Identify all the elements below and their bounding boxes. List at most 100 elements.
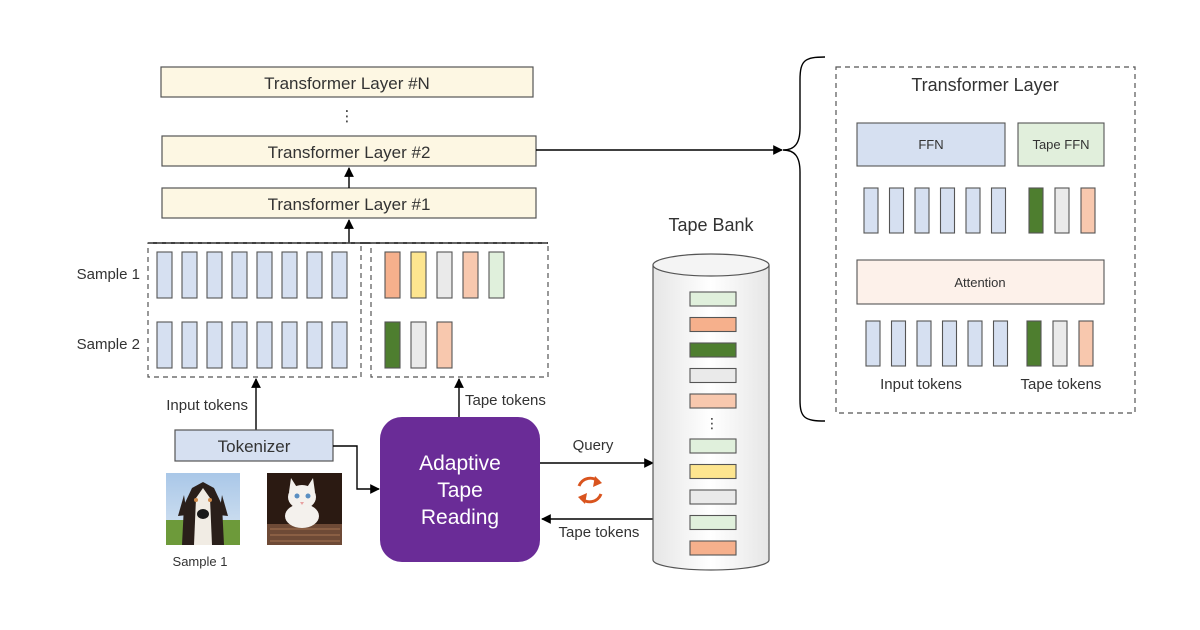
sample-2-label: Sample 2 [77, 336, 140, 353]
transformer-layer-n-label: Transformer Layer #N [264, 74, 430, 93]
tape-bank-ellipsis: ⋮ [705, 415, 719, 431]
detail-input-token [965, 187, 981, 234]
atr-line-3: Reading [421, 506, 499, 529]
tape-bank-token [689, 316, 737, 333]
detail-tokens-lower [865, 320, 1094, 367]
input-token [231, 251, 248, 299]
tape-bank-title: Tape Bank [668, 215, 754, 235]
input-token [331, 251, 348, 299]
input-token [231, 321, 248, 369]
tape-bank-token [689, 540, 737, 556]
adaptive-tape-reading-box: Adaptive Tape Reading [380, 417, 540, 562]
input-token [181, 321, 198, 369]
sample-1-tape-tokens [384, 251, 505, 299]
transformer-layer-2-label: Transformer Layer #2 [268, 143, 431, 162]
tape-token [410, 321, 427, 369]
detail-tape-token [1052, 320, 1068, 367]
detail-input-token [990, 187, 1007, 234]
tape-token-group [370, 242, 549, 378]
tokenizer-box: Tokenizer [174, 429, 334, 462]
detail-tokens-upper [863, 187, 1096, 234]
detail-tape-token [1054, 187, 1070, 234]
tape-token [384, 251, 401, 299]
tape-bank-token [689, 367, 737, 384]
tape-bank-token [689, 342, 737, 358]
input-token [206, 321, 223, 369]
tape-token [462, 251, 479, 299]
detail-tape-token [1026, 320, 1042, 367]
sample-2-tape-tokens [384, 321, 453, 369]
transformer-layer-1-label: Transformer Layer #1 [268, 195, 431, 214]
ffn-box: FFN [856, 122, 1006, 167]
detail-panel [835, 66, 1136, 414]
sample-1-input-tokens [156, 251, 348, 299]
arrow-tokenizer-to-atr [333, 445, 380, 494]
tape-bank-token [689, 514, 737, 531]
detail-input-token [939, 187, 956, 234]
tape-bank-token [689, 489, 737, 505]
input-token-group [147, 242, 362, 378]
detail-input-token [992, 320, 1009, 367]
input-token [156, 251, 173, 299]
tape-tokens-return-label: Tape tokens [559, 524, 640, 541]
tape-bank-tokens [689, 291, 737, 556]
tape-token [488, 251, 505, 299]
ffn-label: FFN [918, 137, 943, 152]
sample-1-label: Sample 1 [77, 266, 140, 283]
input-token [306, 321, 323, 369]
attention-box: Attention [856, 259, 1105, 305]
layers-ellipsis: ⋮ [340, 108, 355, 125]
input-token [156, 321, 173, 369]
transformer-layer-n: Transformer Layer #N [160, 66, 534, 98]
tape-bank-token [689, 438, 737, 454]
detail-tape-token [1078, 320, 1094, 367]
input-token [256, 251, 273, 299]
image-caption: Sample 1 [173, 554, 228, 569]
input-token [331, 321, 348, 369]
input-token [306, 251, 323, 299]
detail-input-token [863, 187, 879, 234]
attention-label: Attention [954, 275, 1005, 290]
tape-bank-token [689, 393, 737, 409]
detail-input-token [865, 320, 881, 367]
detail-tape-token [1080, 187, 1096, 234]
input-token [181, 251, 198, 299]
input-token [256, 321, 273, 369]
transformer-layer-1: Transformer Layer #1 [161, 187, 537, 219]
input-token [281, 251, 298, 299]
detail-input-token [914, 187, 930, 234]
tape-tokens-up-label: Tape tokens [465, 392, 546, 409]
tape-token [436, 321, 453, 369]
detail-input-tokens-label: Input tokens [880, 376, 962, 393]
transformer-layer-2: Transformer Layer #2 [161, 135, 537, 167]
tokenizer-label: Tokenizer [218, 437, 291, 456]
tape-token [436, 251, 453, 299]
tape-token [384, 321, 401, 369]
query-label: Query [573, 437, 614, 454]
dog-image [166, 473, 240, 545]
detail-title: Transformer Layer [911, 75, 1058, 95]
tape-ffn-box: Tape FFN [1017, 122, 1105, 167]
detail-input-token [888, 187, 905, 234]
detail-input-token [941, 320, 958, 367]
tape-ffn-label: Tape FFN [1032, 137, 1089, 152]
input-tokens-label: Input tokens [166, 397, 248, 414]
cat-image [267, 473, 342, 545]
detail-brace [782, 56, 826, 422]
tape-bank-cylinder [652, 253, 770, 571]
atr-line-1: Adaptive [419, 452, 501, 475]
tape-token [410, 251, 427, 299]
detail-input-token [890, 320, 907, 367]
detail-tape-tokens-label: Tape tokens [1021, 376, 1102, 393]
refresh-icon [577, 476, 603, 504]
input-token [206, 251, 223, 299]
sample-2-input-tokens [156, 321, 348, 369]
tape-bank-token [689, 291, 737, 307]
detail-tape-token [1028, 187, 1044, 234]
tape-bank-token [689, 463, 737, 480]
atr-line-2: Tape [437, 479, 483, 502]
detail-input-token [916, 320, 932, 367]
input-token [281, 321, 298, 369]
detail-input-token [967, 320, 983, 367]
